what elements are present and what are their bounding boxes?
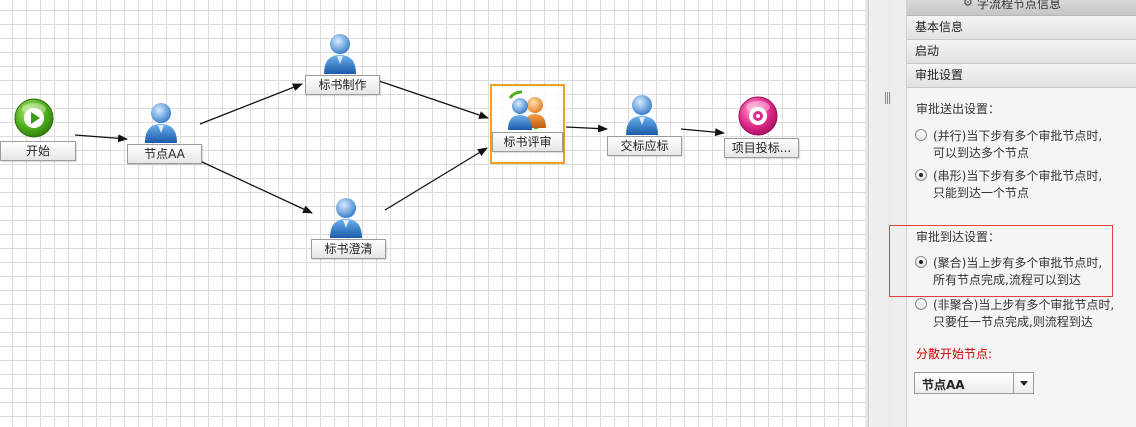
option-text: (并行)当下步有多个审批节点时, 可以到达多个节点 <box>933 129 1103 160</box>
edge-submit-to-end[interactable] <box>680 128 725 137</box>
edge-clarify-to-review[interactable] <box>384 147 488 211</box>
scatter-start-select[interactable]: 节点AA <box>914 372 1034 394</box>
canvas-edge <box>865 0 868 427</box>
edge-nodeAA-to-make[interactable] <box>199 83 303 125</box>
radio-serial[interactable] <box>915 169 927 181</box>
highlight-box <box>889 225 1113 297</box>
edge-start-to-nodeAA[interactable] <box>74 134 128 143</box>
panel-header: ⚙ 字流程节点信息 <box>907 0 1136 16</box>
radio-non-aggregate[interactable] <box>915 298 927 310</box>
node-label: 标书澄清 <box>311 239 386 259</box>
user-icon <box>626 95 658 135</box>
play-icon <box>14 98 54 138</box>
node-label: 标书制作 <box>305 75 380 95</box>
edge-make-to-review[interactable] <box>378 80 489 119</box>
section-approval-settings[interactable]: 审批设置 <box>907 64 1136 88</box>
gear-icon: ⚙ <box>963 0 973 9</box>
option-text: (串形)当下步有多个审批节点时, 只能到达一个节点 <box>933 169 1103 200</box>
node-label: 标书评审 <box>492 132 563 152</box>
node-label: 交标应标 <box>607 136 682 156</box>
radio-aggregate[interactable] <box>915 256 927 268</box>
panel-title: 字流程节点信息 <box>977 0 1062 11</box>
connections-layer <box>74 80 725 214</box>
section-start[interactable]: 启动 <box>907 40 1136 64</box>
arrive-settings-label: 审批到达设置： <box>916 230 1001 244</box>
select-value: 节点AA <box>922 378 965 392</box>
user-icon <box>145 103 177 143</box>
group-user-icon <box>508 90 546 130</box>
radio-parallel[interactable] <box>915 129 927 141</box>
properties-panel: ⚙ 字流程节点信息 基本信息 启动 审批设置 审批送出设置： (并行)当下步有多… <box>906 0 1136 427</box>
node-label: 项目投标... <box>724 138 799 158</box>
node-label: 开始 <box>0 141 76 161</box>
edge-nodeAA-to-clarify[interactable] <box>199 160 313 214</box>
edge-review-to-submit[interactable] <box>565 124 608 133</box>
send-settings-label: 审批送出设置： <box>916 102 1001 116</box>
option-text: (非聚合)当上步有多个审批节点时, 只要任一节点完成,则流程到达 <box>933 298 1115 329</box>
scatter-start-label: 分散开始节点: <box>916 347 993 361</box>
section-basic-info[interactable]: 基本信息 <box>907 16 1136 40</box>
chevron-down-icon[interactable] <box>1013 373 1033 393</box>
splitter-grip-icon[interactable] <box>885 92 890 104</box>
end-icon <box>738 96 778 136</box>
node-label: 节点AA <box>127 144 202 164</box>
user-icon <box>330 198 362 238</box>
user-icon <box>324 34 356 74</box>
panel-splitter[interactable] <box>868 0 906 427</box>
workflow-canvas[interactable]: 开始 节点AA 标书制作 <box>0 0 868 427</box>
splitter-track <box>881 0 893 427</box>
option-text: (聚合)当上步有多个审批节点时, 所有节点完成,流程可以到达 <box>933 256 1103 287</box>
